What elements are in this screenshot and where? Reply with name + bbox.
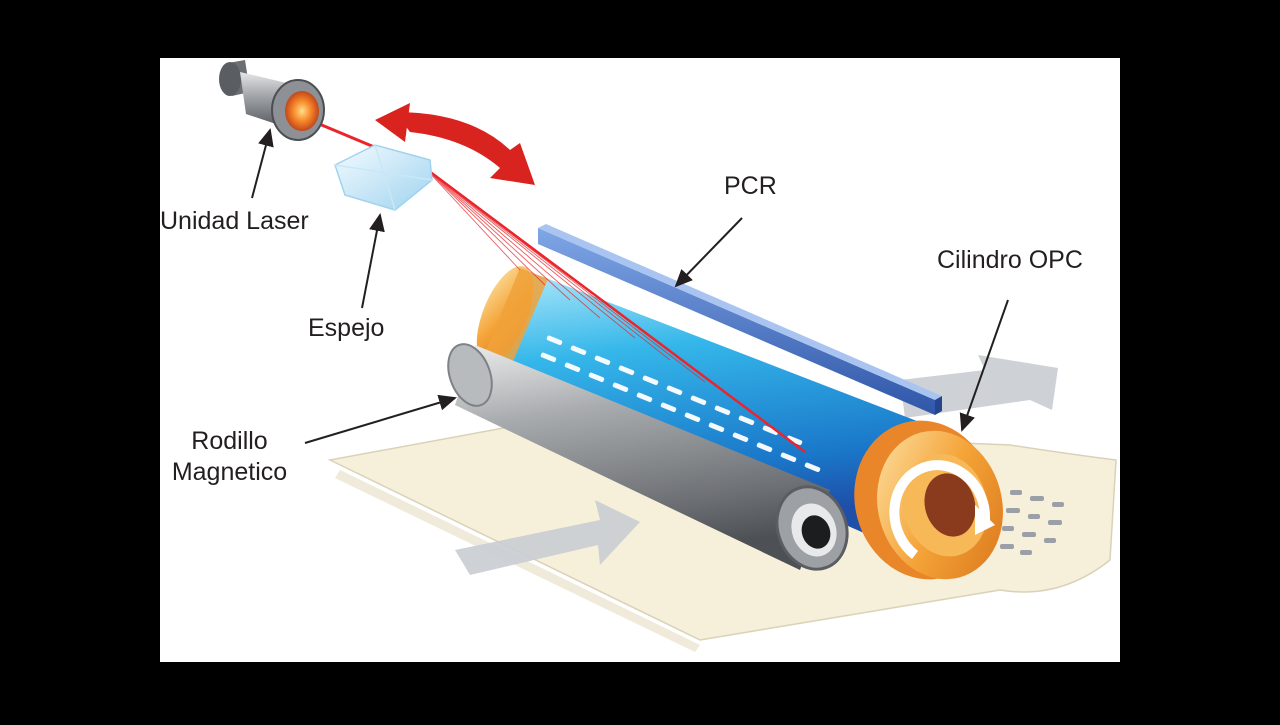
label-laser-unit: Unidad Laser — [160, 207, 309, 235]
leader-lines — [251, 128, 1009, 444]
leader-mirror — [361, 213, 385, 309]
laser-unit-icon — [219, 60, 325, 141]
leader-pcr — [674, 217, 743, 288]
leader-laser — [251, 128, 274, 199]
magnetic-roller — [447, 343, 849, 571]
label-mirror: Espejo — [308, 314, 385, 342]
label-magnetic-line1: Rodillo — [191, 427, 268, 455]
direction-arrow-icon — [455, 500, 640, 575]
leader-opc — [959, 299, 1009, 432]
rotation-arrow-icon — [889, 460, 995, 559]
label-pcr: PCR — [724, 172, 777, 200]
label-opc-cylinder: Cilindro OPC — [937, 246, 1083, 274]
laser-beam — [304, 116, 806, 454]
label-magnetic-roller: Rodillo Magnetico — [162, 426, 297, 488]
rotation-arrow-icon — [375, 103, 535, 185]
mirror-prism-icon — [334, 144, 433, 211]
pcr-bar — [538, 224, 942, 415]
label-magnetic-line2: Magnetico — [171, 458, 288, 486]
leader-magnetic — [304, 394, 457, 444]
